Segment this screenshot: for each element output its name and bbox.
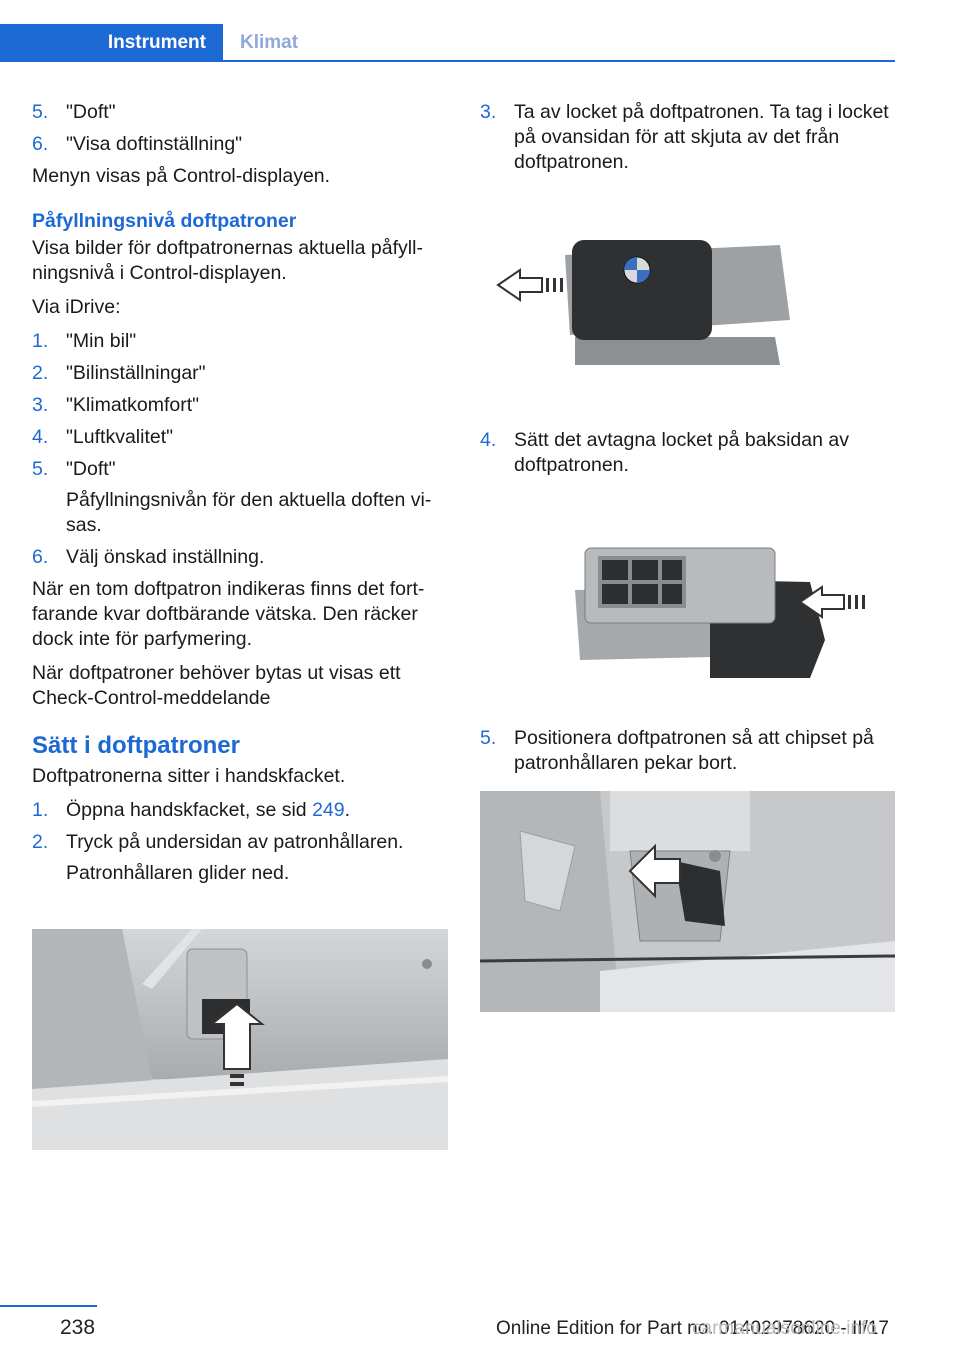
fill-level-heading: Påfyllningsnivå doftpatroner	[32, 210, 297, 232]
fill-level-paragraph: Visa bilder för doftpatronernas aktuella…	[32, 237, 423, 284]
attach-lid-image	[480, 530, 895, 680]
step-number: 1.	[32, 799, 49, 821]
empty-cartridge-paragraph: När en tom doftpatron indikeras finns de…	[32, 578, 425, 650]
idrive-paragraph: Via iDrive:	[32, 296, 121, 318]
footer-rule	[0, 1305, 97, 1307]
edition-label: Online Edition for Part no. 01402978620 …	[496, 1318, 889, 1339]
step-number: 5.	[32, 458, 49, 480]
page-link[interactable]: 249	[312, 799, 345, 821]
list-item: 5. "Doft"	[32, 100, 452, 125]
step-number: 3.	[480, 101, 497, 123]
insert-heading: Sätt i doftpatroner	[32, 732, 240, 759]
step-text: "Min bil"	[66, 330, 137, 352]
step-subtext: Patronhållaren glider ned.	[66, 862, 290, 884]
step-text: Ta av locket på doftpatronen. Ta tag i l…	[514, 101, 889, 173]
list-item: 3. Ta av locket på doftpatronen. Ta tag …	[480, 100, 895, 175]
step-number: 4.	[480, 429, 497, 451]
header-rule	[0, 60, 895, 62]
left-column: 5. "Doft" 6. "Visa doftinställning" Meny…	[32, 100, 452, 893]
step-number: 5.	[480, 727, 497, 749]
tab-klimat[interactable]: Klimat	[240, 32, 299, 53]
list-item: 4. "Luftkvalitet"	[32, 425, 452, 450]
step-number: 6.	[32, 546, 49, 568]
step-number: 2.	[32, 362, 49, 384]
step-text: Öppna handskfacket, se sid	[66, 799, 313, 821]
step-text: "Doft"	[66, 101, 116, 123]
step-text: "Klimatkomfort"	[66, 394, 200, 416]
chapter-tabbar: Instrument Klimat	[0, 24, 895, 62]
step-number: 6.	[32, 133, 49, 155]
watermark: carmanualsonline.info	[692, 1318, 877, 1339]
glovebox-paragraph: Doftpatronerna sitter i handskfacket.	[32, 765, 346, 787]
list-item: 3. "Klimatkomfort"	[32, 393, 452, 418]
glovebox-holder-image	[32, 929, 448, 1150]
right-column-step4: 4. Sätt det avtagna locket på baksidan a…	[480, 428, 895, 485]
step-subtext: Påfyllningsnivån för den aktuella doften…	[66, 489, 432, 536]
replace-paragraph: När doftpatroner behöver bytas ut visas …	[32, 662, 401, 709]
step-number: 1.	[32, 330, 49, 352]
list-item: 6. Välj önskad inställning.	[32, 545, 452, 570]
step-text: Tryck på undersidan av patronhållaren.	[66, 831, 404, 853]
list-item: 5. Positionera doftpatronen så att chips…	[480, 726, 895, 776]
step-number: 5.	[32, 101, 49, 123]
remove-lid-image	[480, 225, 895, 385]
step-text-end: .	[344, 799, 351, 821]
page-number: 238	[60, 1316, 96, 1339]
step-text: Sätt det avtagna locket på baksidan av d…	[514, 429, 849, 476]
step-text: "Bilinställningar"	[66, 362, 206, 384]
step-text: "Visa doftinställning"	[66, 133, 243, 155]
step-number: 4.	[32, 426, 49, 448]
list-item: 2. "Bilinställningar"	[32, 361, 452, 386]
step-number: 2.	[32, 831, 49, 853]
right-column-step5: 5. Positionera doftpatronen så att chips…	[480, 726, 895, 783]
list-item: 1. "Min bil"	[32, 329, 452, 354]
step-text: Välj önskad inställning.	[66, 546, 265, 568]
step-text: Positionera doftpatronen så att chipset …	[514, 727, 874, 774]
list-item: 4. Sätt det avtagna locket på baksidan a…	[480, 428, 895, 478]
menu-paragraph: Menyn visas på Control-displayen.	[32, 165, 331, 187]
list-item: 6. "Visa doftinställning"	[32, 132, 452, 157]
right-column: 3. Ta av locket på doftpatronen. Ta tag …	[480, 100, 895, 182]
step-number: 3.	[32, 394, 49, 416]
list-item: 2. Tryck på undersidan av patronhållaren…	[32, 830, 452, 886]
list-item: 5. "Doft" Påfyllningsnivån för den aktue…	[32, 457, 452, 538]
position-cartridge-image	[480, 791, 895, 1012]
step-text: "Doft"	[66, 458, 116, 480]
tab-instrument[interactable]: Instrument	[0, 24, 223, 62]
step-text: "Luftkvalitet"	[66, 426, 174, 448]
list-item: 1. Öppna handskfacket, se sid 249.	[32, 798, 452, 823]
